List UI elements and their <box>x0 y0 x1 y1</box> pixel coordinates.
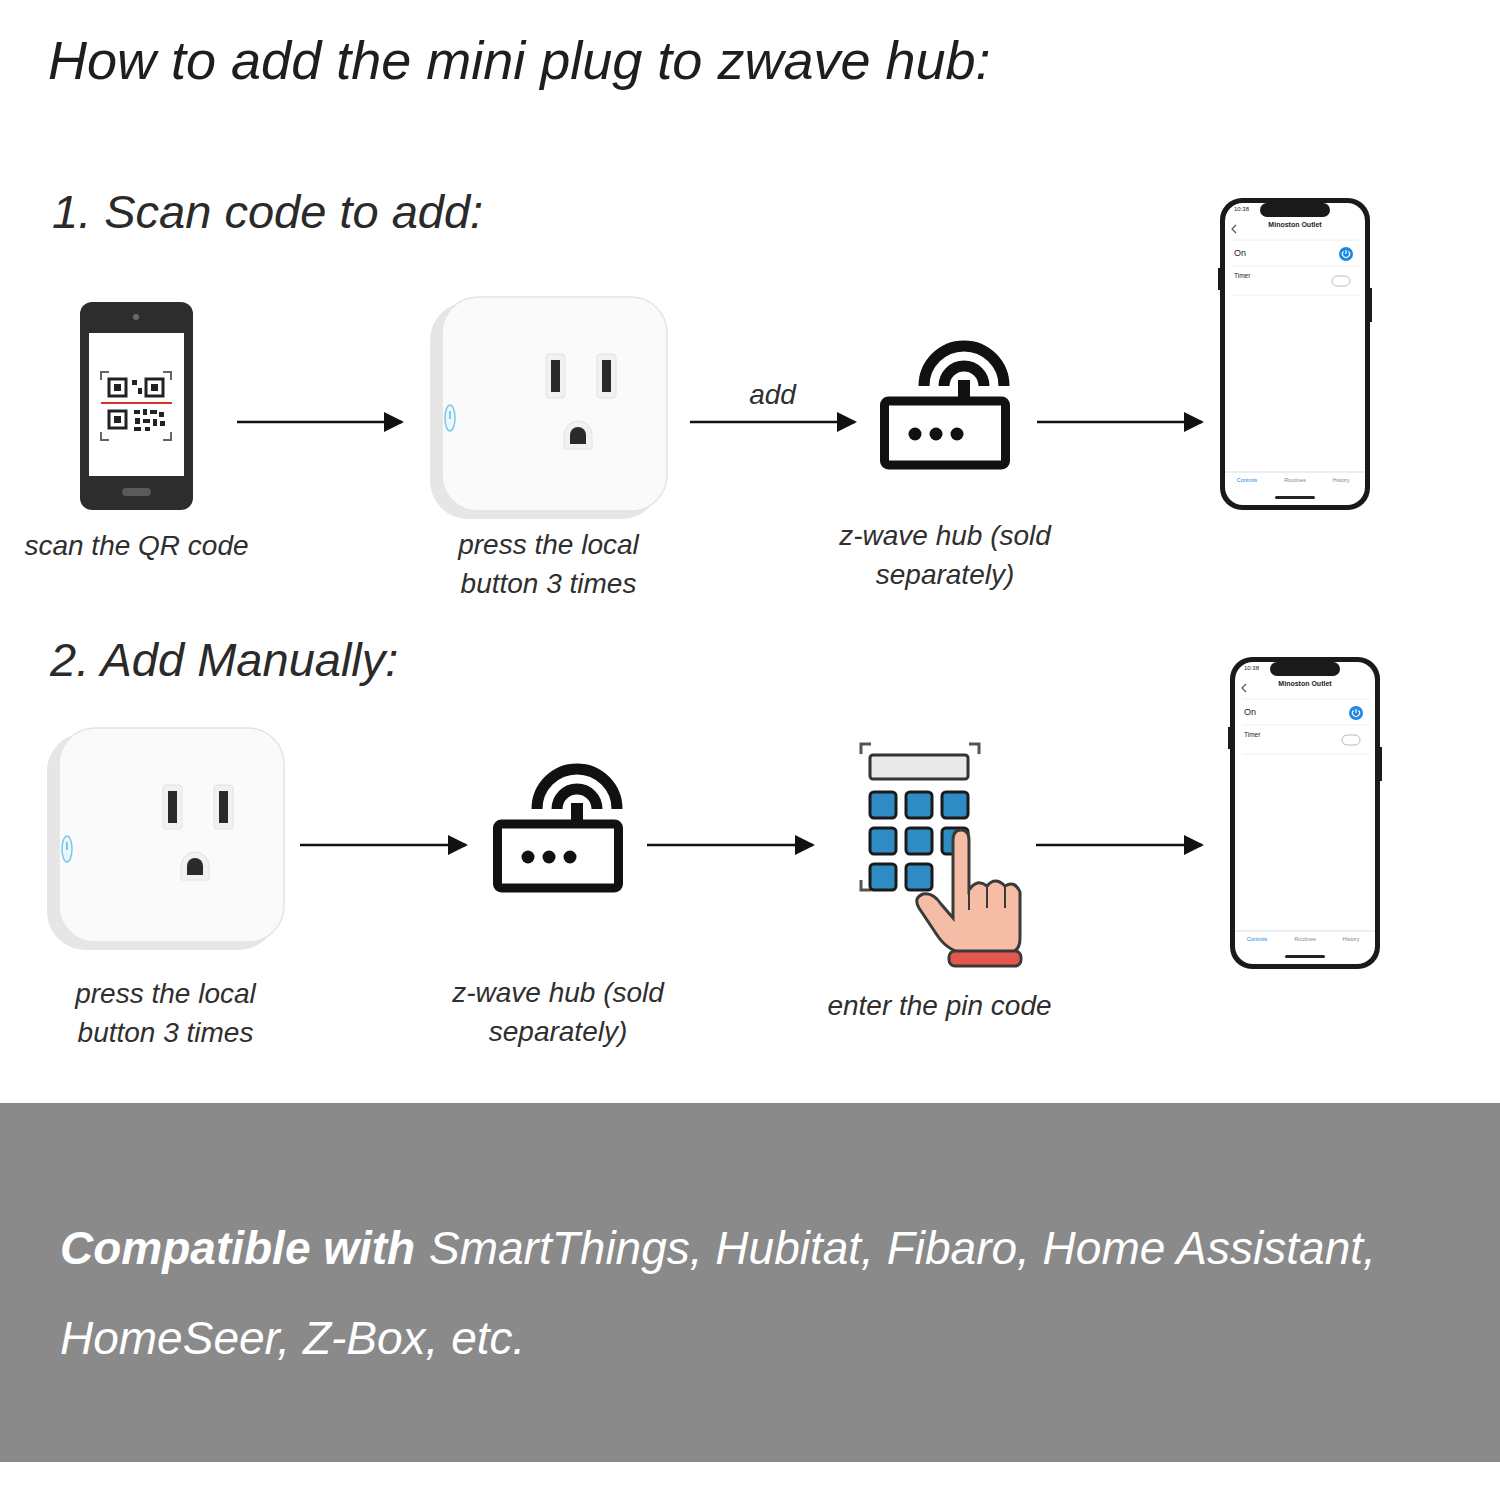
section-heading: 2. Add Manually: <box>50 632 398 688</box>
caption-area: press the local button 3 times <box>439 525 659 603</box>
screen-slot: On <box>1234 248 1246 259</box>
section-area: 1. Scan code to add: <box>52 184 483 240</box>
app-phone <box>1228 657 1382 969</box>
hub-step: z-wave hub (sold separately) <box>880 340 1010 470</box>
section-heading: 1. Scan code to add: <box>52 184 483 240</box>
keypad-step: enter the pin code <box>857 740 1022 970</box>
keypad-display <box>870 755 968 779</box>
screen-slot: Timer <box>1234 272 1250 280</box>
zwave-hub-icon <box>498 769 619 888</box>
diagram-title: How to add the mini plug to zwave hub: <box>48 28 991 93</box>
hub-step: z-wave hub (sold separately) <box>493 763 623 893</box>
screen-slot: Controls <box>1247 936 1267 943</box>
caption-area: scan the QR code <box>7 526 267 565</box>
smart-plug <box>47 728 284 950</box>
flow-arrow <box>647 844 813 847</box>
screen-text: Routines <box>1294 936 1316 943</box>
phone-body <box>80 302 193 510</box>
flow-arrow <box>690 421 855 424</box>
screen-text: 10:38 <box>1244 665 1259 672</box>
app-phone <box>1218 198 1372 510</box>
caption-area: press the local button 3 times <box>56 974 276 1052</box>
hand-cuff <box>949 951 1021 966</box>
app-screen: 10:38Minoston OutletOnTimerControls Routi… <box>1220 198 1370 510</box>
screen-slot: History <box>1342 936 1359 943</box>
screen-text: On <box>1244 707 1256 718</box>
screen-slot: Timer <box>1244 731 1260 739</box>
qr-phone-step: scan the QR code <box>80 302 193 510</box>
finger-lines <box>969 886 1005 910</box>
screen-text: Minoston Outlet <box>1278 680 1331 688</box>
step-caption: press the local button 3 times <box>439 525 659 603</box>
phone-button <box>122 488 151 496</box>
step-caption: z-wave hub (sold separately) <box>820 516 1070 594</box>
plug-step: press the local button 3 times <box>47 728 284 950</box>
scan-line <box>101 402 172 404</box>
compat-band: Compatible withSmartThings, Hubitat, Fib… <box>0 1103 1500 1462</box>
screen-slot: 10:38 <box>1244 665 1259 672</box>
screen-slot: Routines <box>1284 477 1306 484</box>
screen-text: History <box>1342 936 1359 943</box>
compat-line: Compatible withSmartThings, Hubitat, Fib… <box>60 1203 1460 1383</box>
flow-arrow <box>237 421 402 424</box>
smart-plug <box>430 297 667 519</box>
screen-text: Timer <box>1244 731 1260 739</box>
step-caption: enter the pin code <box>795 986 1085 1025</box>
qr-code <box>109 379 165 431</box>
screen-text: Routines <box>1284 477 1306 484</box>
screen-slot: Controls <box>1237 477 1257 484</box>
step-caption: press the local button 3 times <box>56 974 276 1052</box>
screen-text: Minoston Outlet <box>1268 221 1321 229</box>
screen-text: Controls <box>1247 936 1267 943</box>
screen-text: Timer <box>1234 272 1250 280</box>
screen-slot: Minoston Outlet <box>1278 680 1331 688</box>
screen-text: History <box>1332 477 1349 484</box>
plug-step: press the local button 3 times <box>430 297 667 519</box>
screen-text: On <box>1234 248 1246 259</box>
screen-slot: History <box>1332 477 1349 484</box>
section-area: 2. Add Manually: <box>50 632 398 688</box>
screen-text: Controls <box>1237 477 1257 484</box>
zwave-hub-icon <box>885 346 1006 465</box>
flow-arrow <box>1037 421 1202 424</box>
phone-screen <box>89 333 184 476</box>
title-area: How to add the mini plug to zwave hub: <box>48 28 991 93</box>
step-caption: scan the QR code <box>7 526 267 565</box>
qr-phone <box>80 302 193 510</box>
screen-slot: Routines <box>1294 936 1316 943</box>
phone-camera <box>133 314 139 320</box>
screen-slot: On <box>1244 707 1256 718</box>
keypad-icon <box>861 744 1021 966</box>
caption-area: z-wave hub (sold separately) <box>433 973 683 1051</box>
caption-area: z-wave hub (sold separately) <box>820 516 1070 594</box>
screen-slot: 10:38 <box>1234 206 1249 213</box>
pointing-hand <box>917 830 1020 953</box>
compat-lead: Compatible with <box>60 1222 415 1274</box>
flow-arrow <box>1036 844 1202 847</box>
screen-text: 10:38 <box>1234 206 1249 213</box>
app-screen: 10:38Minoston OutletOnTimerControls Routi… <box>1230 657 1380 969</box>
screen-slot: Minoston Outlet <box>1268 221 1321 229</box>
caption-area: enter the pin code <box>795 986 1085 1025</box>
step-caption: z-wave hub (sold separately) <box>433 973 683 1051</box>
arrow-label: add <box>743 378 802 412</box>
scan-frame <box>101 372 171 440</box>
flow-arrow <box>300 844 466 847</box>
